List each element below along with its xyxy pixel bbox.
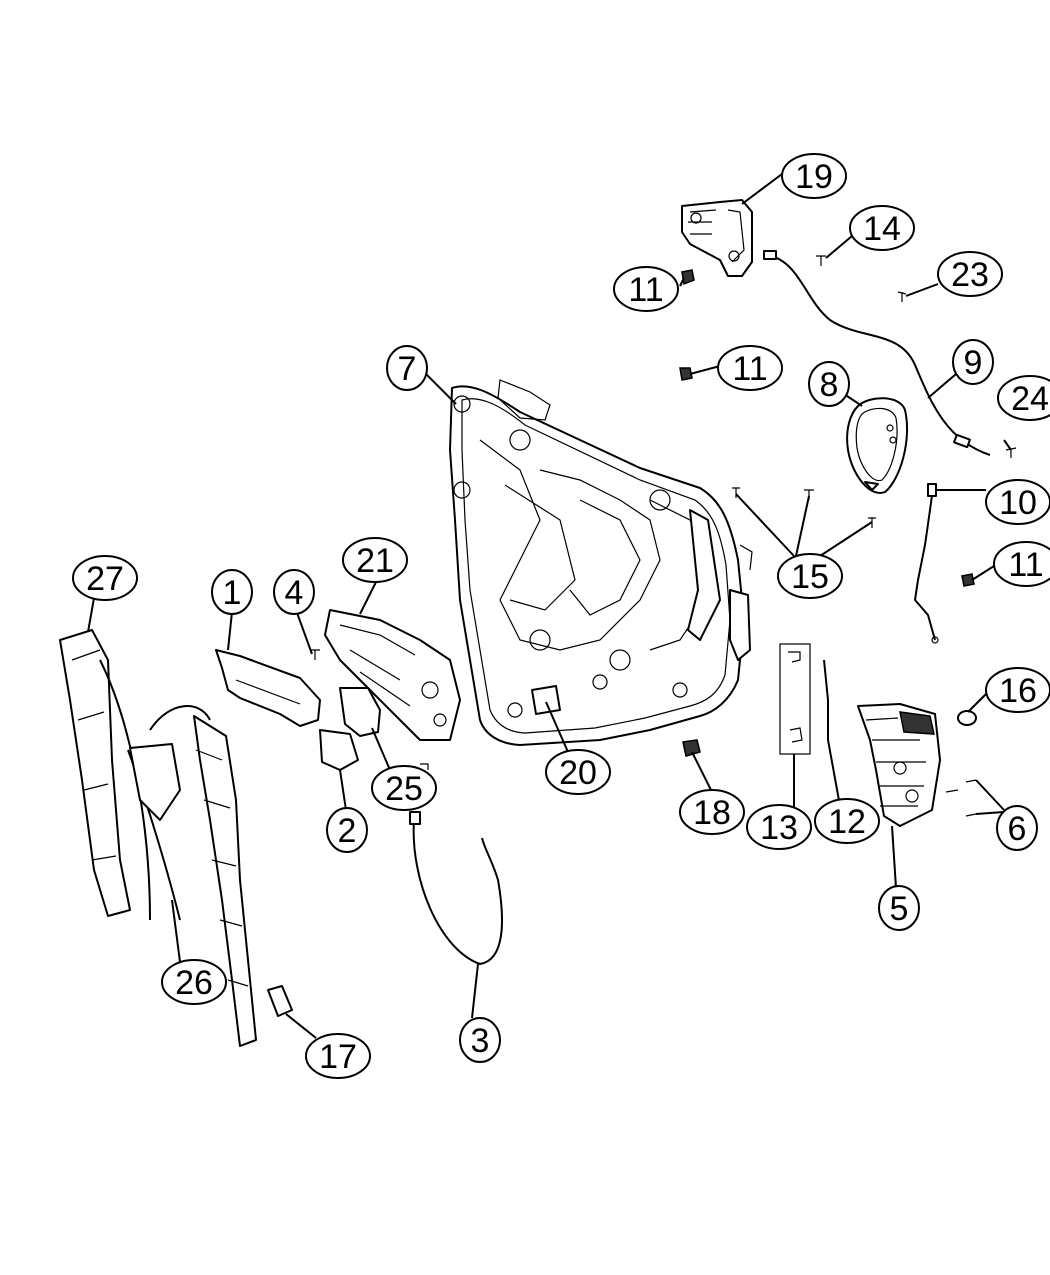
svg-text:27: 27 [86,560,124,598]
part-9-cable [763,250,991,456]
svg-text:17: 17 [319,1038,357,1076]
svg-text:15: 15 [791,558,829,596]
svg-text:12: 12 [828,803,866,841]
part-2-cap [319,729,359,771]
part-10-rod [913,483,939,644]
callout-8: 8 [808,361,850,407]
callout-12: 12 [814,798,880,844]
svg-text:3: 3 [471,1022,490,1060]
callout-23: 23 [937,251,1003,297]
svg-text:9: 9 [964,344,983,382]
callout-20: 20 [545,749,611,795]
part-7-door-panel [449,379,753,746]
part-21-handle-bracket [324,609,461,741]
svg-text:11: 11 [732,350,767,388]
svg-text:6: 6 [1008,810,1027,848]
part-17-block [267,985,293,1017]
callout-4: 4 [273,569,315,615]
callout-2: 2 [326,807,368,853]
part-16-plug [957,710,977,726]
svg-text:23: 23 [951,256,989,294]
svg-text:11: 11 [628,271,663,309]
callout-25: 25 [371,765,437,811]
svg-text:1: 1 [223,574,242,612]
svg-text:8: 8 [820,366,839,404]
svg-text:26: 26 [175,964,213,1002]
callout-21: 21 [342,537,408,583]
callout-11-mid: 11 [717,345,783,391]
callout-14: 14 [849,205,915,251]
svg-text:18: 18 [693,794,731,832]
part-5-latch [857,703,977,827]
callout-16: 16 [985,667,1050,713]
svg-text:4: 4 [285,574,304,612]
callout-17: 17 [305,1033,371,1079]
svg-text:21: 21 [356,542,394,580]
part-1-handle [215,649,321,727]
callout-18: 18 [679,789,745,835]
part-19-bracket [681,199,753,277]
callout-11-top: 11 [613,266,679,312]
callout-10: 10 [985,479,1050,525]
callout-5: 5 [878,885,920,931]
part-26-regulator [127,705,257,1047]
svg-text:11: 11 [1008,546,1043,584]
callout-15: 15 [777,553,843,599]
part-25-gasket [339,687,381,737]
part-3-cable [409,811,503,966]
callout-19: 19 [781,153,847,199]
svg-text:10: 10 [999,484,1037,522]
svg-text:25: 25 [385,770,423,808]
callout-6: 6 [996,805,1038,851]
callout-3: 3 [459,1017,501,1063]
callout-26: 26 [161,959,227,1005]
callout-13: 13 [746,804,812,850]
part-20-label [531,685,561,715]
svg-text:13: 13 [760,809,798,847]
svg-text:20: 20 [559,754,597,792]
callout-11-right: 11 [993,541,1050,587]
callout-1: 1 [211,569,253,615]
callout-27: 27 [72,555,138,601]
svg-text:16: 16 [999,672,1037,710]
part-13-clips [779,643,829,755]
svg-text:19: 19 [795,158,833,196]
callout-24: 24 [997,375,1050,421]
svg-text:5: 5 [890,890,909,928]
svg-text:14: 14 [863,210,901,248]
callout-9: 9 [952,339,994,385]
svg-text:2: 2 [338,812,357,850]
leader-lines [87,173,1012,1039]
part-8-seal [846,397,909,494]
svg-text:7: 7 [398,350,417,388]
svg-text:24: 24 [1011,380,1049,418]
callout-7: 7 [386,345,428,391]
